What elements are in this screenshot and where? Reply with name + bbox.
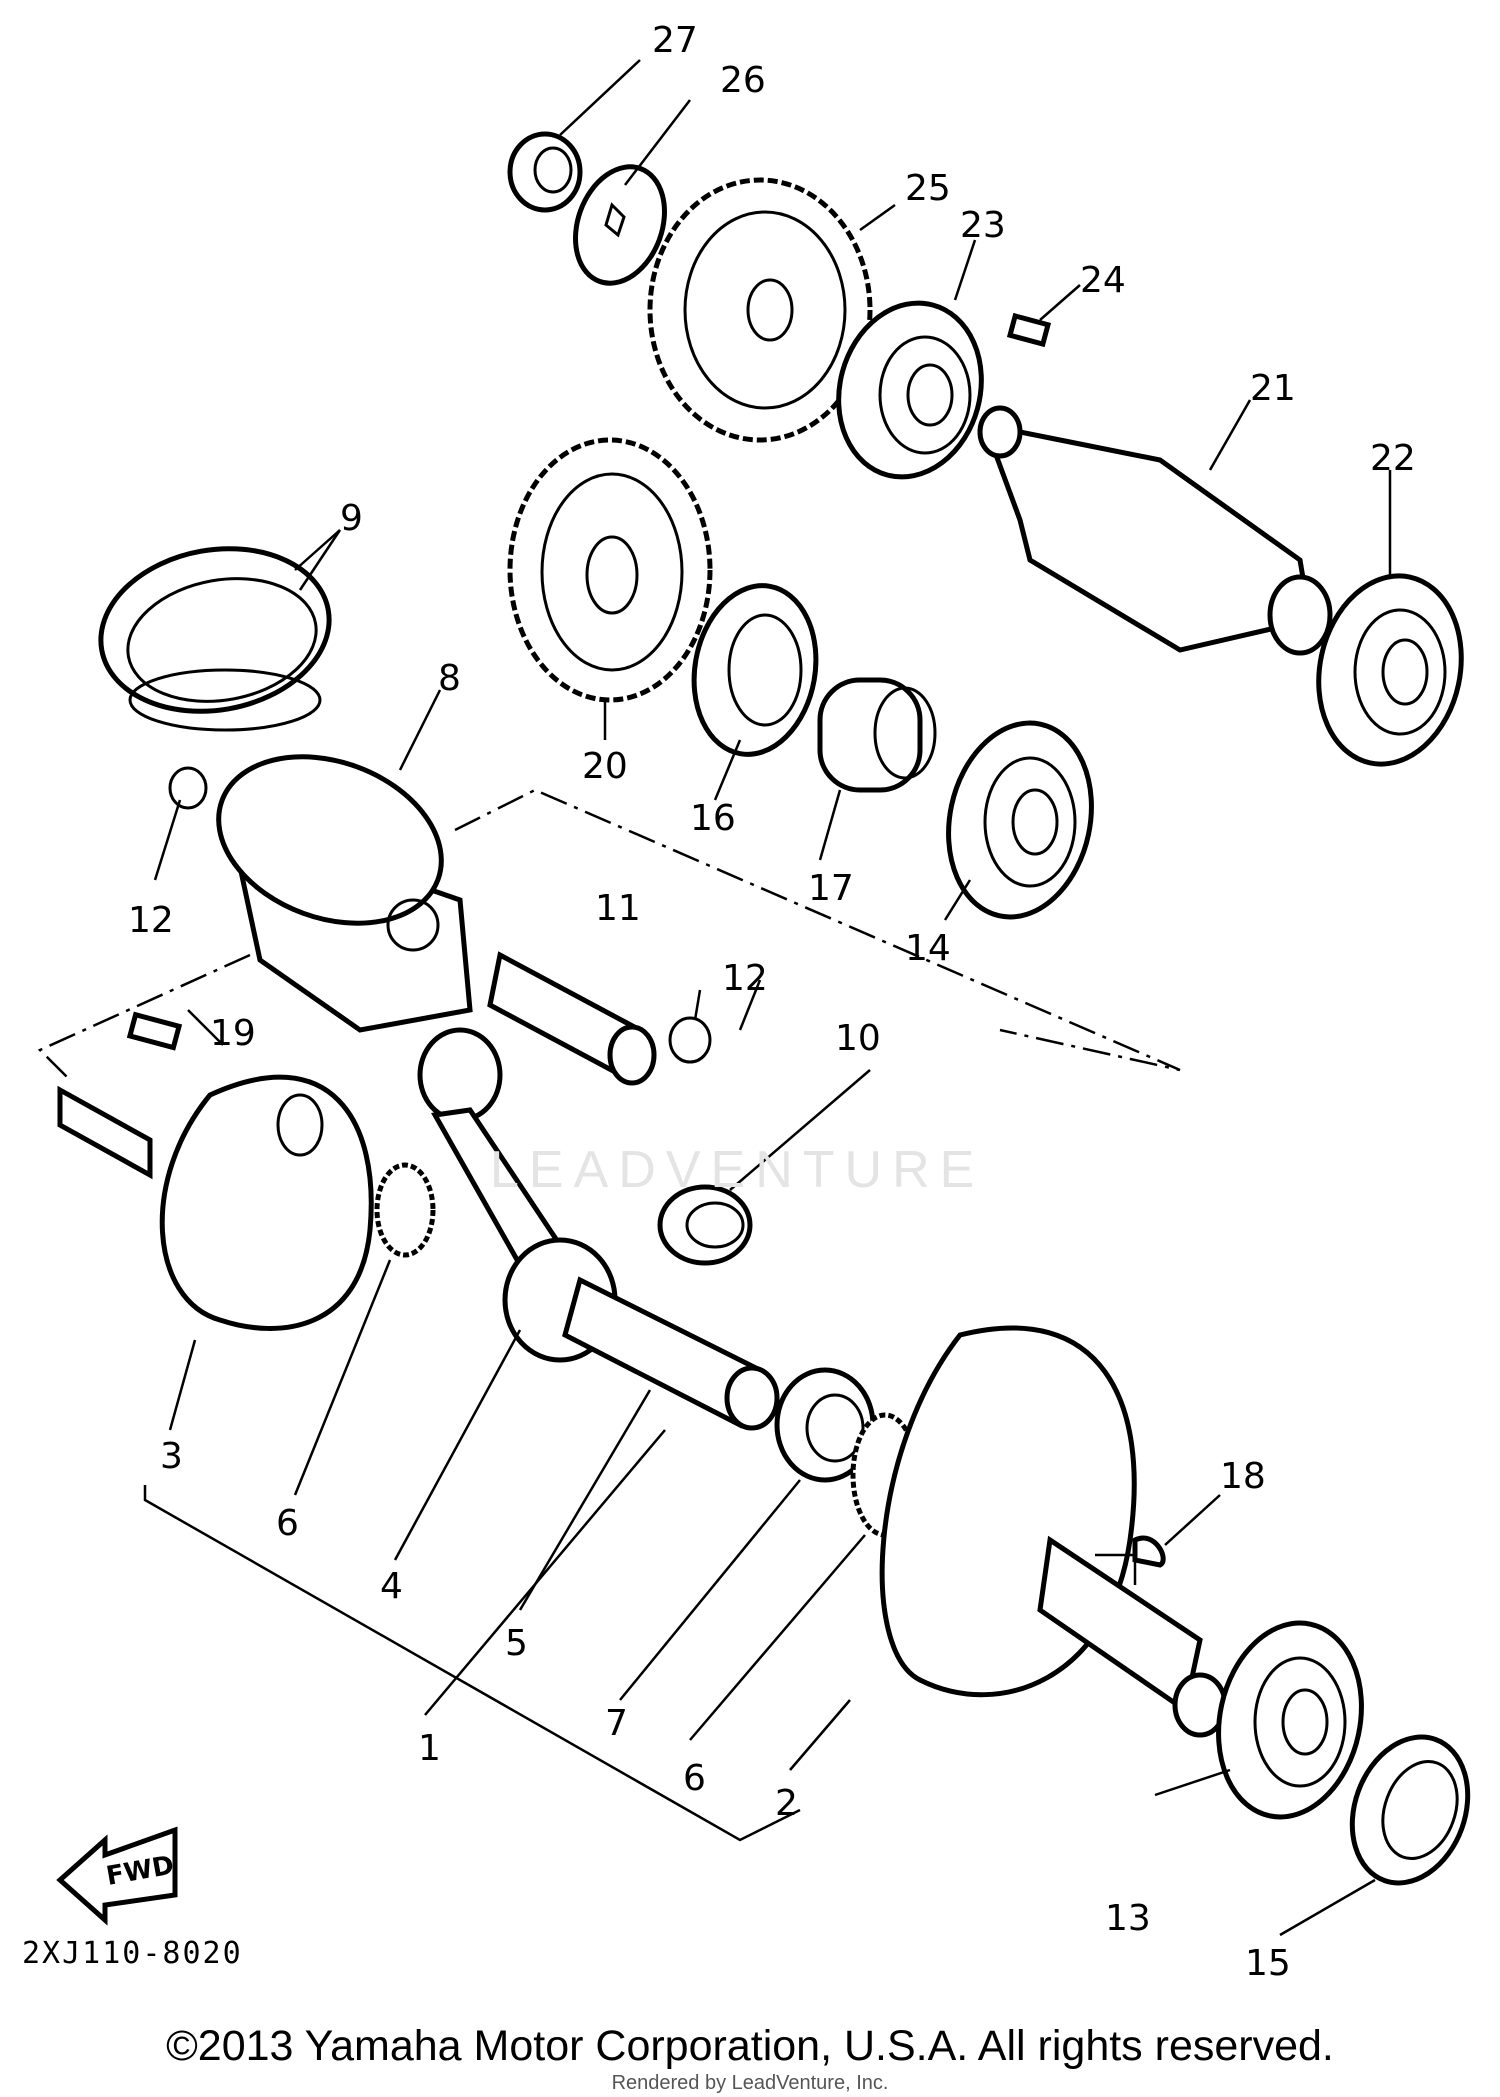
callout-23: 23: [960, 205, 1006, 246]
callout-18: 18: [1220, 1456, 1266, 1497]
piston-rings-9: [98, 546, 332, 732]
callout-3: 3: [160, 1436, 183, 1477]
callout-16: 16: [690, 798, 736, 839]
piston-8: [216, 754, 473, 1033]
callout-2: 2: [775, 1783, 798, 1824]
callout-20: 20: [582, 746, 628, 787]
leader-lines: [153, 59, 1392, 1937]
key-24: [1006, 312, 1052, 348]
gear-25: [647, 177, 873, 443]
callout-27: 27: [652, 20, 698, 61]
needle-bearing-10: [657, 1184, 753, 1266]
piston-group-outline-lower: [37, 953, 251, 1081]
woodruff-key-18: [1132, 1535, 1166, 1568]
callout-8: 8: [438, 658, 461, 699]
callout-6-left: 6: [276, 1503, 299, 1544]
circlip-12-left: [168, 766, 208, 810]
circlip-12-right: [668, 1016, 712, 1064]
callout-6-right: 6: [683, 1758, 706, 1799]
callout-15: 15: [1245, 1943, 1291, 1984]
balancer-shaft-21: [977, 405, 1333, 656]
callout-7: 7: [605, 1703, 628, 1744]
watermark: LEADVENTURE: [490, 1141, 985, 1199]
callout-25: 25: [905, 168, 951, 209]
copyright-notice: ©2013 Yamaha Motor Corporation, U.S.A. A…: [166, 2022, 1334, 2070]
callout-11: 11: [595, 888, 641, 929]
key-19: [126, 1011, 183, 1051]
callout-14: 14: [905, 928, 951, 969]
nut-27: [507, 131, 583, 213]
crank-left-3: [57, 1074, 374, 1331]
fwd-arrow: FWD: [56, 1826, 178, 1926]
lock-washer-26: [573, 164, 667, 286]
piston-group-outline: [454, 788, 1181, 1072]
piston-pin-11: [487, 951, 657, 1086]
callout-13: 13: [1105, 1898, 1151, 1939]
callout-numbers: 27 26 25 23 24 21 22 9 8 20 16 17 14 12 …: [128, 20, 1416, 1984]
callout-21: 21: [1250, 368, 1296, 409]
callout-24: 24: [1080, 260, 1126, 301]
gear-20: [507, 437, 713, 703]
oil-seal-15: [1349, 1734, 1471, 1886]
callout-12-left: 12: [128, 900, 174, 941]
callout-22: 22: [1370, 438, 1416, 479]
bearing-13: [1216, 1620, 1364, 1820]
callout-12-right: 12: [722, 958, 768, 999]
callout-26: 26: [720, 60, 766, 101]
bearing-23: [836, 300, 984, 480]
crank-right-2: [879, 1325, 1228, 1738]
rendered-by-note: Rendered by LeadVenture, Inc.: [611, 2072, 889, 2094]
callout-1: 1: [418, 1728, 441, 1769]
bearing-22: [1316, 573, 1464, 767]
bearing-14: [946, 720, 1094, 920]
callout-17: 17: [808, 868, 854, 909]
callout-10: 10: [835, 1018, 881, 1059]
thrust-washer-6-left: [374, 1162, 436, 1258]
collar-17: [817, 677, 937, 793]
callout-9: 9: [340, 498, 363, 539]
needle-bearing-7: [774, 1367, 876, 1483]
crank-assembly-bracket: [143, 1485, 801, 1842]
crank-pin-5: [562, 1276, 780, 1431]
callout-5: 5: [505, 1623, 528, 1664]
callout-4: 4: [380, 1566, 403, 1607]
bearing-16: [691, 583, 819, 757]
callout-19: 19: [210, 1013, 256, 1054]
diagram-code: 2XJ110-8020: [22, 1936, 243, 1971]
